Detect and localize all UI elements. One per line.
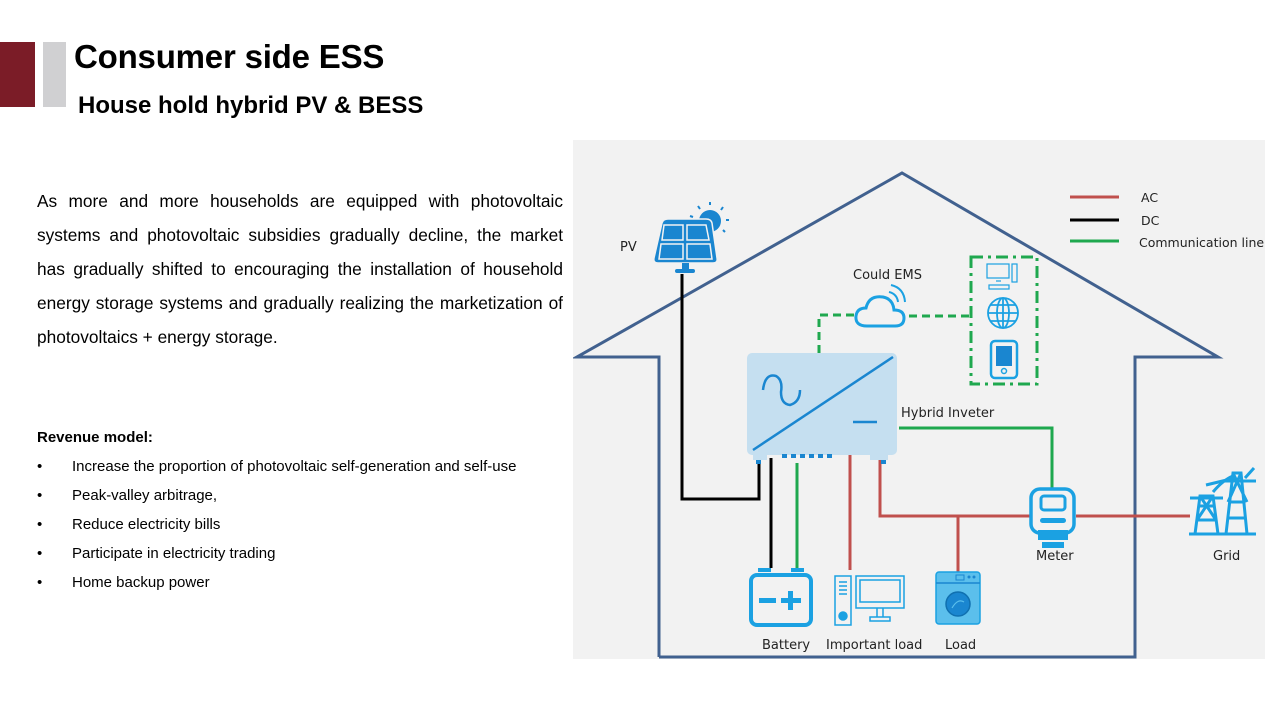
list-item: • Increase the proportion of photovoltaic… [37, 455, 516, 484]
bullet: • [37, 487, 43, 504]
list-item-text: Reduce electricity bills [72, 516, 221, 533]
hybrid-inverter-label: Hybrid Inveter [901, 406, 995, 421]
legend: AC DC Communication line [1070, 190, 1264, 250]
pv-panel-icon [653, 202, 729, 273]
legend-dc-label: DC [1141, 213, 1160, 228]
dc-wires [680, 274, 773, 568]
legend-ac-label: AC [1141, 190, 1158, 205]
pv-label: PV [620, 240, 637, 255]
washing-machine-icon [935, 571, 981, 625]
page-title: Consumer side ESS [74, 38, 385, 75]
remote-devices-box [969, 255, 1039, 386]
load-label: Load [945, 638, 976, 653]
hybrid-inverter-icon [747, 353, 897, 464]
grid-transmission-tower-icon [1189, 466, 1256, 536]
title-accent-bar-gray [43, 42, 66, 107]
cloud-icon [854, 284, 906, 328]
list-item-text: Participate in electricity trading [72, 545, 276, 562]
system-diagram: AC DC Communication line [573, 140, 1265, 659]
mobile-device-icon [989, 339, 1019, 380]
inverter-meter-ac-wire [878, 458, 1030, 518]
list-item: • Participate in electricity trading [37, 542, 516, 571]
bullet: • [37, 574, 43, 591]
bullet: • [37, 516, 43, 533]
title-accent-bar-red [0, 42, 35, 107]
globe-icon [987, 297, 1019, 329]
revenue-model-list: • Increase the proportion of photovoltaic… [37, 455, 516, 600]
bullet: • [37, 458, 43, 475]
list-item: • Home backup power [37, 571, 516, 600]
important-load-label: Important load [826, 638, 922, 653]
inverter-cloud-comm-wire [817, 313, 858, 353]
grid-label: Grid [1213, 549, 1240, 564]
intro-paragraph: As more and more households are equipped… [37, 191, 563, 347]
inverter-meter-comm-wire [899, 426, 1054, 488]
revenue-model-heading: Revenue model: [37, 429, 153, 446]
bullet: • [37, 545, 43, 562]
list-item: • Reduce electricity bills [37, 513, 516, 542]
list-item-text: Peak-valley arbitrage, [72, 487, 218, 504]
cloud-ems-label: Could EMS [853, 268, 922, 283]
battery-icon [749, 568, 813, 627]
pv-dc-wire [680, 274, 761, 501]
ac-wires [848, 453, 1190, 573]
meter-icon [1029, 487, 1076, 548]
battery-label: Battery [762, 638, 810, 653]
desktop-pc-icon [834, 575, 905, 626]
desktop-computer-icon [986, 263, 1018, 290]
house-outline [573, 171, 1224, 659]
legend-comm-label: Communication line [1139, 235, 1264, 250]
comm-wires [795, 255, 1054, 570]
list-item: • Peak-valley arbitrage, [37, 484, 516, 513]
page-subtitle: House hold hybrid PV & BESS [78, 92, 424, 119]
list-item-text: Increase the proportion of photovoltaic … [72, 458, 517, 475]
list-item-text: Home backup power [72, 574, 210, 591]
meter-label: Meter [1036, 549, 1074, 564]
